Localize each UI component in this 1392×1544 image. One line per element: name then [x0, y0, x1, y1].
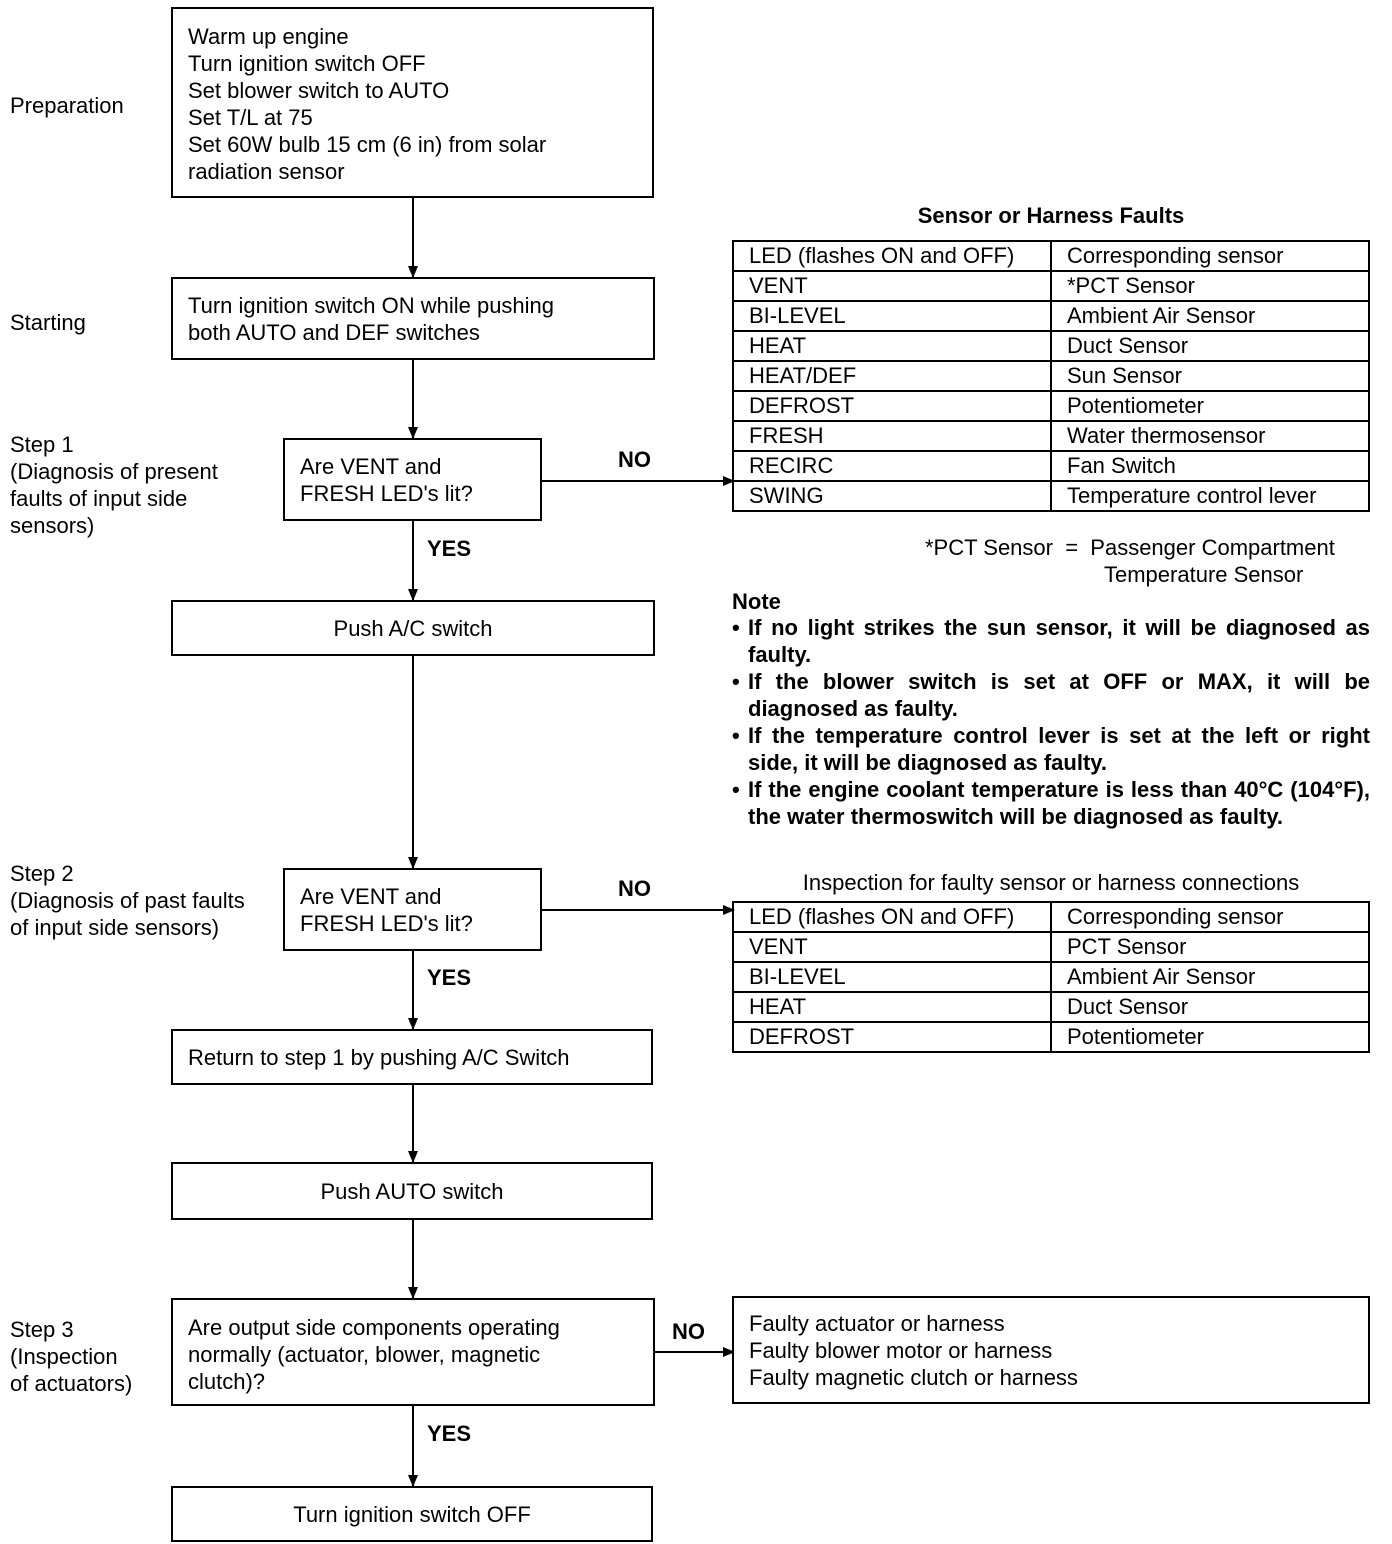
question-box-step1: Are VENT and FRESH LED's lit? [283, 438, 542, 521]
table-cell: PCT Sensor [1050, 931, 1370, 963]
no-label-step3: NO [672, 1319, 705, 1344]
table-header-cell: Corresponding sensor [1050, 240, 1370, 272]
yes-label-step3: YES [427, 1421, 472, 1446]
table-cell: HEAT/DEF [732, 360, 1052, 392]
question-box-step2: Are VENT and FRESH LED's lit? [283, 868, 542, 951]
table-cell: SWING [732, 480, 1052, 512]
no-label-step1: NO [618, 447, 651, 472]
faulty-components-box: Faulty actuator or harness Faulty blower… [732, 1296, 1370, 1404]
table-cell: VENT [732, 931, 1052, 963]
table-cell: Duct Sensor [1050, 991, 1370, 1023]
table-cell: Fan Switch [1050, 450, 1370, 482]
table1-footnote-line2: Temperature Sensor [1104, 562, 1304, 587]
note-list: •If no light strikes the sun sensor, it … [732, 614, 1370, 830]
stage-label-starting: Starting [10, 310, 86, 335]
table-header-row: LED (flashes ON and OFF) Corresponding s… [732, 901, 1370, 933]
stage-label-step3: Step 3 (Inspection of actuators) [10, 1317, 133, 1396]
table-header-cell: LED (flashes ON and OFF) [732, 240, 1052, 272]
table-cell: Duct Sensor [1050, 330, 1370, 362]
table-cell: DEFROST [732, 1021, 1052, 1053]
table-cell: BI-LEVEL [732, 300, 1052, 332]
stage-label-step2: Step 2 (Diagnosis of past faults of inpu… [10, 861, 245, 940]
no-label-step2: NO [618, 876, 651, 901]
table-cell: BI-LEVEL [732, 961, 1052, 993]
inspection-table: LED (flashes ON and OFF) Corresponding s… [732, 901, 1370, 1053]
table-cell: Temperature control lever [1050, 480, 1370, 512]
ignition-off-box: Turn ignition switch OFF [171, 1486, 653, 1542]
note-title: Note [732, 589, 781, 614]
yes-label-step2: YES [427, 965, 472, 990]
table-cell: Sun Sensor [1050, 360, 1370, 392]
table-row: VENT*PCT Sensor [732, 270, 1370, 302]
table-cell: Water thermosensor [1050, 420, 1370, 452]
table-header-cell: LED (flashes ON and OFF) [732, 901, 1052, 933]
stage-label-preparation: Preparation [10, 93, 124, 118]
note-item: •If the engine coolant temperature is le… [732, 777, 1370, 829]
note-item: •If no light strikes the sun sensor, it … [732, 615, 1370, 667]
table-cell: Ambient Air Sensor [1050, 961, 1370, 993]
table-cell: HEAT [732, 991, 1052, 1023]
sensor-faults-table: LED (flashes ON and OFF) Corresponding s… [732, 240, 1370, 512]
table1-title: Sensor or Harness Faults [917, 203, 1185, 228]
table-cell: DEFROST [732, 390, 1052, 422]
return-step1-box: Return to step 1 by pushing A/C Switch [171, 1029, 653, 1085]
table-cell: *PCT Sensor [1050, 270, 1370, 302]
table-header-cell: Corresponding sensor [1050, 901, 1370, 933]
table-cell: RECIRC [732, 450, 1052, 482]
table-cell: VENT [732, 270, 1052, 302]
yes-label-step1: YES [427, 536, 472, 561]
table-cell: Potentiometer [1050, 390, 1370, 422]
table-cell: Potentiometer [1050, 1021, 1370, 1053]
push-auto-box: Push AUTO switch [171, 1162, 653, 1220]
table-cell: Ambient Air Sensor [1050, 300, 1370, 332]
note-item: •If the temperature control lever is set… [732, 723, 1370, 775]
preparation-box: Warm up engine Turn ignition switch OFF … [171, 7, 654, 198]
table1-footnote-line1: *PCT Sensor = Passenger Compartment [925, 535, 1335, 560]
stage-label-step1: Step 1 (Diagnosis of present faults of i… [10, 432, 218, 538]
note-item: •If the blower switch is set at OFF or M… [732, 669, 1370, 721]
starting-box: Turn ignition switch ON while pushing bo… [171, 277, 655, 360]
table-cell: HEAT [732, 330, 1052, 362]
question-box-step3: Are output side components operating nor… [171, 1298, 655, 1406]
push-ac-box: Push A/C switch [171, 600, 655, 656]
table2-title: Inspection for faulty sensor or harness … [802, 870, 1300, 895]
table-header-row: LED (flashes ON and OFF) Corresponding s… [732, 240, 1370, 272]
table-cell: FRESH [732, 420, 1052, 452]
